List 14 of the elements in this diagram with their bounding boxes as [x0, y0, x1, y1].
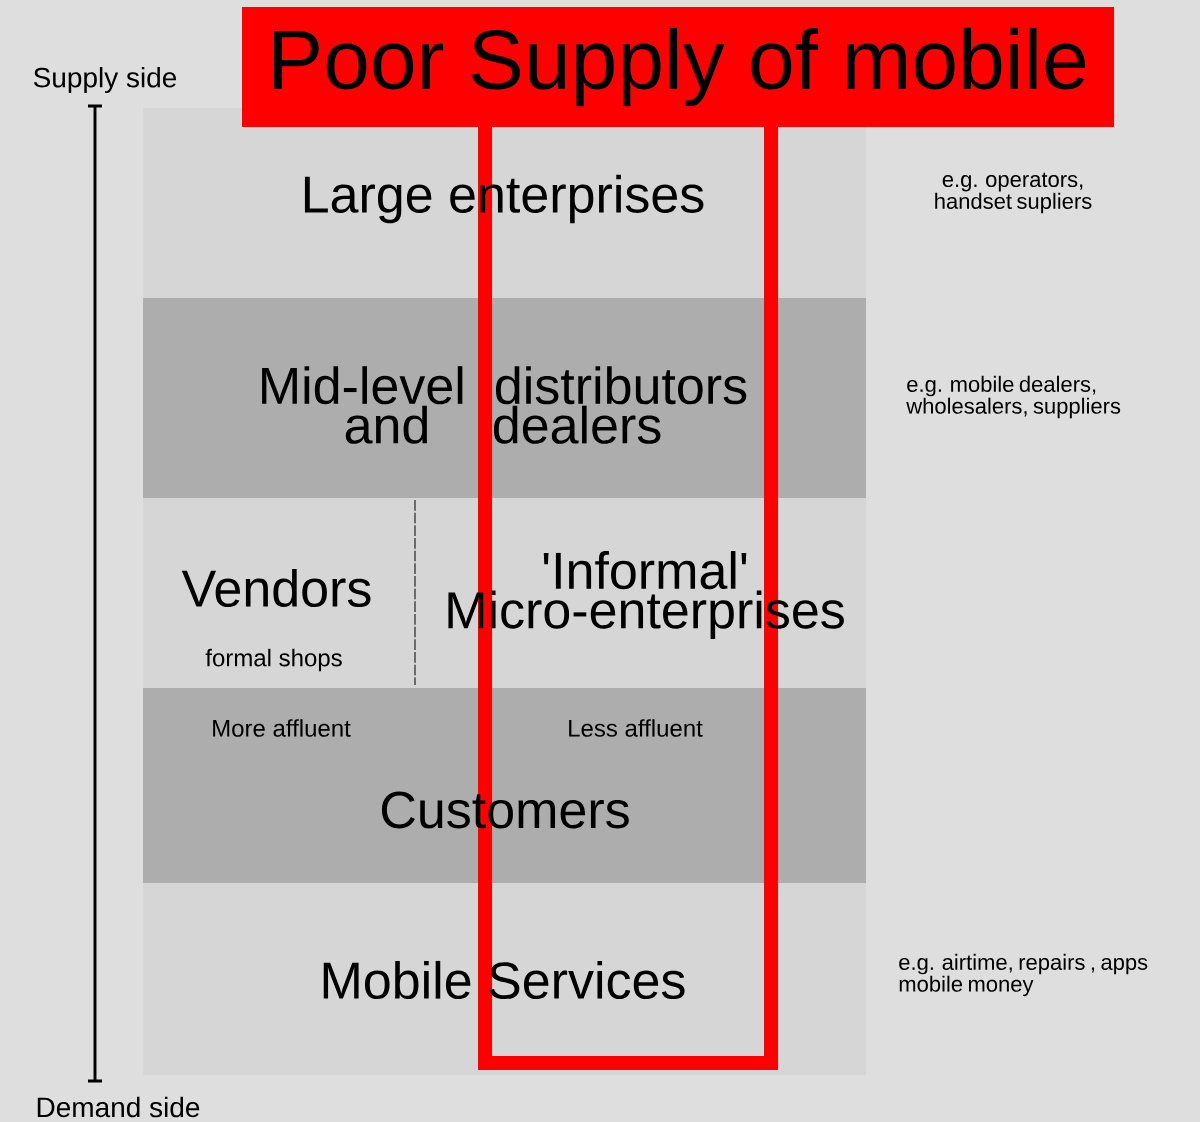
heading-banner: Poor Supply of mobile	[242, 7, 1114, 127]
example-note: e.g. operators, handset supliers	[935, 172, 1092, 214]
tier-band	[143, 688, 866, 883]
tier-panel	[143, 498, 415, 688]
axis-label: Supply side	[33, 66, 177, 94]
tier-label: Vendors formal shops	[181, 568, 371, 672]
node-label: Vendors	[181, 568, 371, 608]
axis-label: Demand side	[37, 1096, 200, 1118]
tier-band	[143, 883, 866, 1075]
example-note: e.g. airtime, repairs , apps mobile money	[899, 953, 1148, 997]
tier-band	[143, 298, 866, 498]
tier-label: Mid-level distributors and dealers	[262, 366, 747, 444]
node-label: formal shops	[205, 648, 342, 672]
example-note: e.g. mobile dealers, wholesalers, suppliers	[906, 375, 1121, 419]
